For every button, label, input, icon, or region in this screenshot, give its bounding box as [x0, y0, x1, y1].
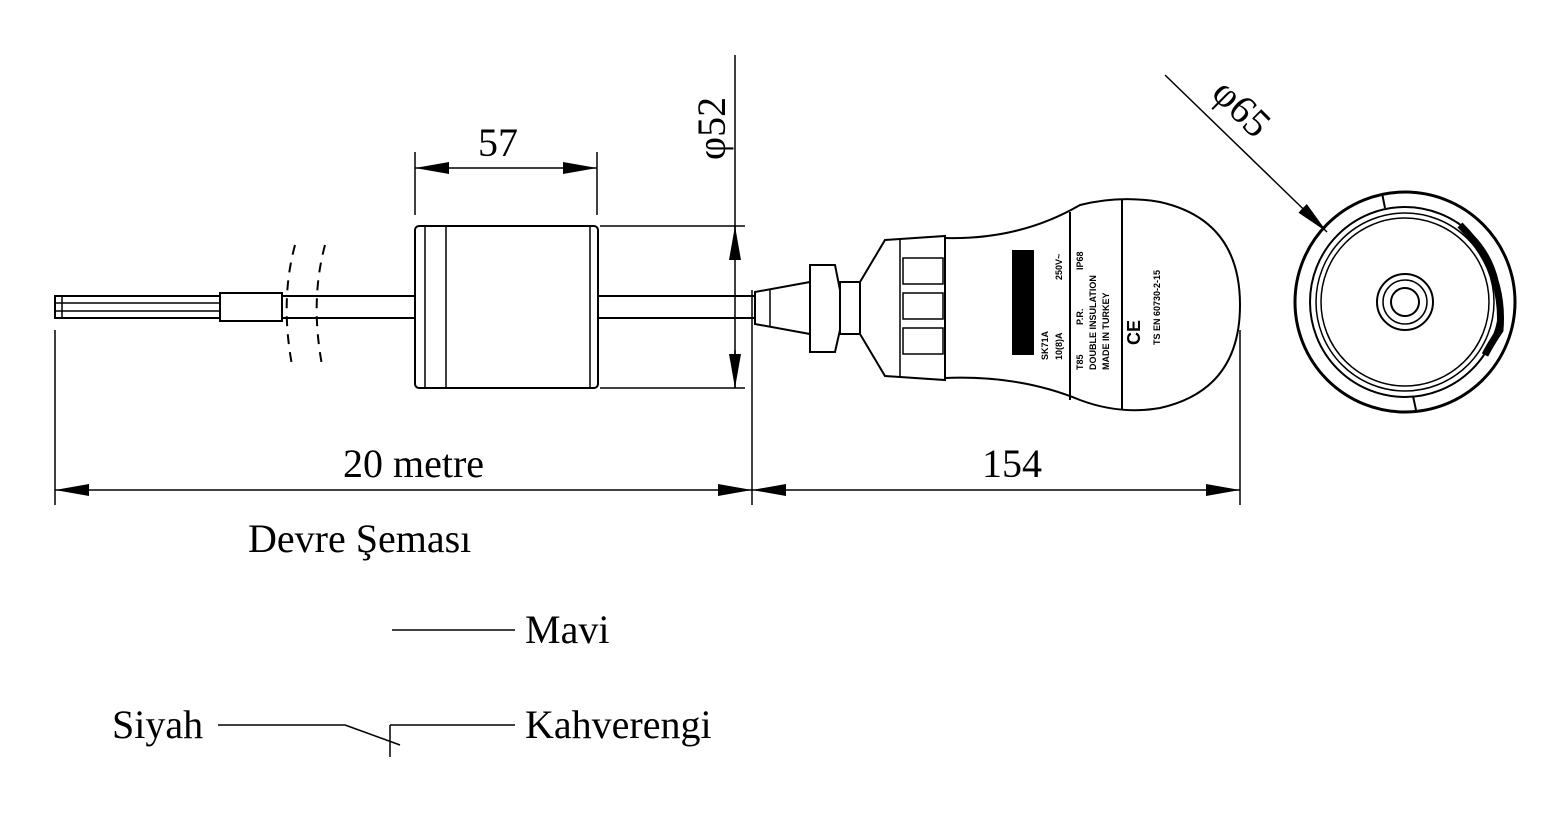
label-insulation: DOUBLE INSULATION [1088, 275, 1098, 370]
dimension-bulb-diameter: φ65 [1164, 70, 1328, 233]
label-pr: P.R. [1075, 309, 1085, 325]
float-cylinder [414, 225, 599, 389]
label-temp: T85 [1075, 354, 1085, 370]
label-ip: IP68 [1075, 251, 1085, 270]
break-mark-icon [285, 244, 296, 366]
label-voltage: 250V~ [1054, 254, 1064, 280]
cable [54, 244, 755, 366]
label-origin: MADE IN TURKEY [1101, 292, 1111, 370]
wire-black-label: Siyah [112, 702, 203, 747]
wire-brown-label: Kahverengi [525, 702, 712, 747]
bulb-diameter-label: φ65 [1204, 70, 1280, 146]
switch-bulb-side: SK71A 10(8)A 250V~ T85 P.R. IP68 DOUBLE … [754, 198, 1242, 412]
dimension-float-diameter: φ52 [600, 55, 745, 389]
switch-bulb-end-view [1293, 190, 1517, 414]
circuit-diagram: Devre Şeması Mavi Siyah Kahverengi [112, 516, 712, 757]
dimension-float-length: 57 [414, 120, 598, 215]
label-rating: 10(8)A [1054, 332, 1064, 360]
circuit-title: Devre Şeması [248, 516, 471, 561]
label-standard: TS EN 60730-2-15 [1152, 270, 1162, 345]
ce-mark: CE [1124, 320, 1144, 345]
label-model: SK71A [1040, 330, 1050, 360]
wire-blue-label: Mavi [525, 607, 609, 652]
cable-length-label: 20 metre [343, 441, 484, 486]
dimension-bulb-length: 154 [752, 330, 1241, 505]
dimension-cable-length: 20 metre [54, 290, 753, 505]
float-length-label: 57 [478, 120, 518, 165]
bulb-length-label: 154 [982, 441, 1042, 486]
brand-logo [1012, 250, 1034, 355]
break-mark-icon [315, 244, 326, 366]
float-diameter-label: φ52 [689, 97, 734, 160]
switch-contact [344, 724, 401, 746]
